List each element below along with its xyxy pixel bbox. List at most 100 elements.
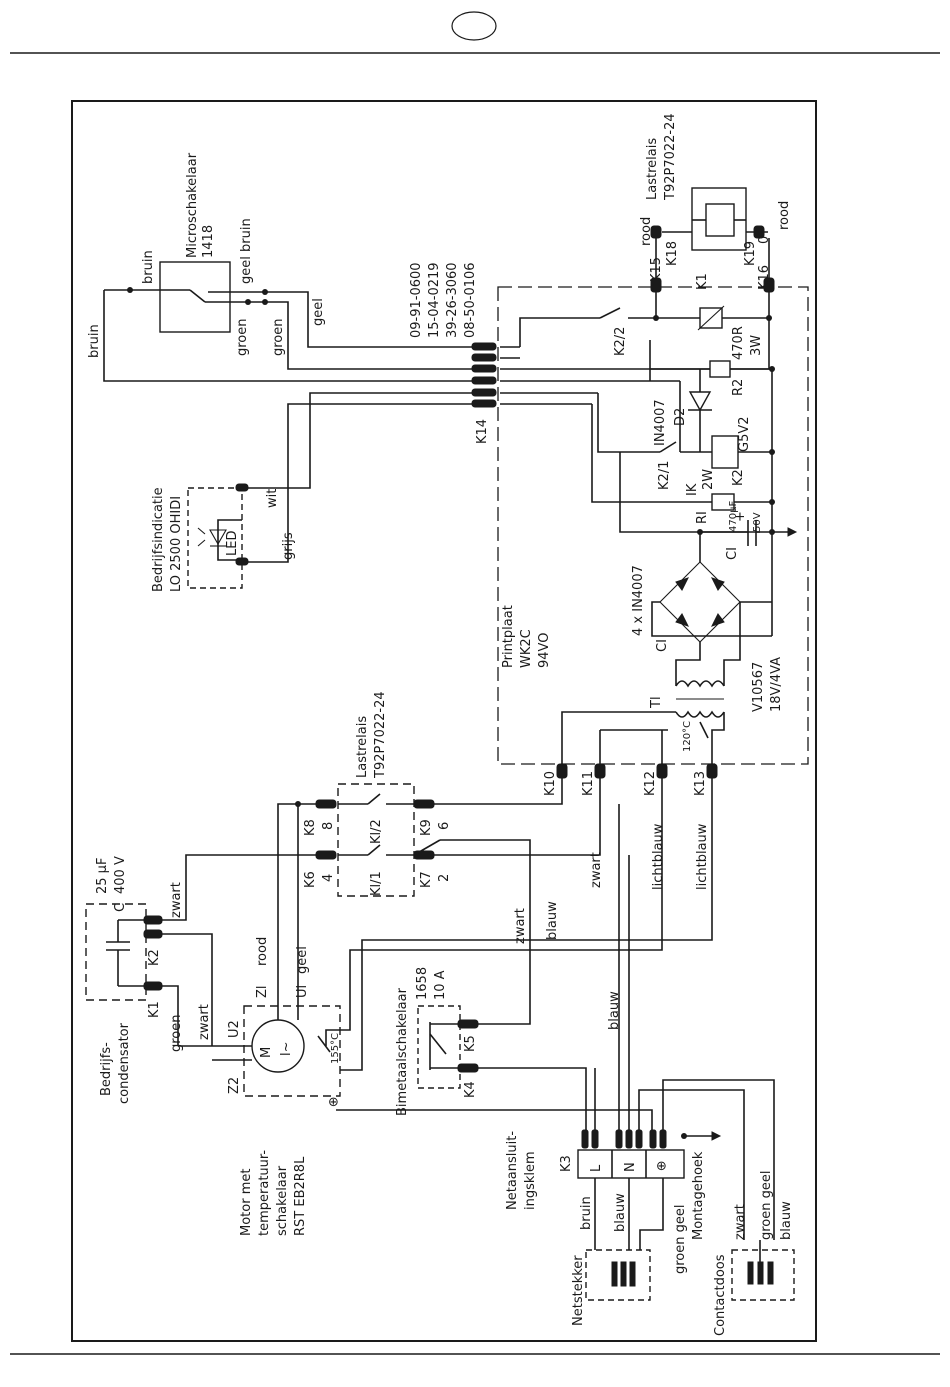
label-led: LED (225, 531, 240, 556)
label-k4: K4 (463, 1081, 478, 1098)
label-groen-geel-cd: groen geel (759, 1171, 774, 1241)
label-blauw-net: blauw (613, 1193, 628, 1232)
bedrijf-type: LO 2500 OHIDI (169, 496, 184, 592)
label-cap-470: 470µF (728, 501, 739, 532)
printplaat-wk2c: WK2C (519, 629, 534, 668)
label-rood-k15: rood (639, 217, 654, 246)
label-k7: K7 (419, 871, 434, 888)
label-v10567: V10567 (751, 662, 766, 712)
lastrelais-mid-type: T92P7022-24 (373, 691, 388, 779)
label-k10: K10 (543, 771, 558, 796)
bedrijfscondensator (85, 854, 316, 1046)
label-zwart-d: zwart (589, 852, 604, 888)
label-grijs: grijs (281, 532, 296, 560)
label-cond-c: C (113, 903, 128, 912)
label-k14: K14 (475, 419, 490, 444)
label-ik: IK (685, 483, 700, 496)
label-motor-sym: l~ (279, 1041, 294, 1056)
terminal-pe: ⊕ (656, 1159, 667, 1174)
code-2: 15-04-0219 (427, 262, 442, 338)
label-n2: 2 (437, 874, 452, 882)
label-blauw-a: blauw (545, 901, 560, 940)
label-k16: K16 (757, 265, 772, 290)
label-k19: K19 (743, 241, 758, 266)
lastrelais-top-title: Lastrelais (645, 138, 660, 200)
label-rood-mid: rood (255, 937, 270, 966)
label-18v: 18V/4VA (769, 657, 784, 712)
label-bedrijfs-2: condensator (117, 1022, 132, 1104)
label-cond-400: 400 V (113, 856, 128, 894)
printplaat-outline (497, 286, 809, 765)
label-cond-25: 25 µF (95, 858, 110, 894)
label-k8: K8 (303, 819, 318, 836)
printplaat-title: Printplaat (501, 605, 516, 668)
code-3: 39-26-3060 (445, 262, 460, 338)
bimetaal-a: 10 A (433, 970, 448, 1000)
label-motor-m: M (259, 1047, 274, 1058)
label-k15: K15 (649, 257, 664, 282)
label-netstekker: Netstekker (571, 1255, 586, 1326)
label-cap-50v: 50V (752, 512, 763, 532)
net-desc-1: Netaansluit- (505, 1131, 520, 1210)
bedrijf-title: Bedrijfsindicatie (151, 487, 166, 592)
label-bruin-a: bruin (141, 250, 156, 284)
motor (178, 778, 713, 1132)
label-u1: Ul (295, 985, 310, 998)
label-bruin-b: bruin (87, 324, 102, 358)
k14-connector (471, 342, 497, 408)
label-k9: K9 (419, 819, 434, 836)
label-r2-3w: 3W (749, 335, 764, 356)
label-geel-a: geel (311, 298, 326, 326)
label-k1-top: K1 (695, 273, 710, 290)
label-blauw-cd: blauw (779, 1201, 794, 1240)
label-k11: K11 (581, 771, 596, 796)
label-zwart-cd: zwart (733, 1204, 748, 1240)
motor-desc-2: temperatuur- (257, 1150, 272, 1236)
bimetaal-title: Bimetaalschakelaar (395, 987, 410, 1116)
net-desc-2: ingsklem (523, 1151, 538, 1210)
label-k2-cond: K2 (147, 949, 162, 966)
label-geel-bruin: geel bruin (239, 218, 254, 284)
label-wit: wit (265, 489, 280, 508)
label-n8: 8 (321, 822, 336, 830)
label-z1: Zl (255, 985, 270, 998)
label-bridge: 4 x IN4007 (631, 565, 646, 636)
label-groen-cond: groen (169, 1014, 184, 1052)
bimetaal-num: 1658 (415, 967, 430, 1000)
diagram-frame (71, 100, 817, 1342)
transformer (561, 602, 741, 764)
label-k18: K18 (665, 241, 680, 266)
label-kl1: Kl/1 (369, 871, 384, 896)
label-blauw-b: blauw (607, 991, 622, 1030)
label-in4007: IN4007 (653, 399, 668, 446)
label-ik-2w: 2W (701, 469, 716, 490)
label-k2-2: K2/2 (613, 327, 628, 356)
code-4: 08-50-0106 (463, 262, 478, 338)
label-k2-1: K2/1 (657, 461, 672, 490)
earth-motor: ⊕ (328, 1095, 339, 1110)
label-k6: K6 (303, 871, 318, 888)
label-groen-b: groen (271, 318, 286, 356)
label-k13: K13 (693, 771, 708, 796)
microschakelaar (127, 261, 268, 333)
label-k2: K2 (731, 469, 746, 486)
motor-desc-4: RST EB2R8L (293, 1156, 308, 1236)
netstekker (585, 1249, 651, 1301)
terminal-l: L (589, 1164, 604, 1172)
bedrijfsindicatie (187, 483, 249, 589)
lastrelais-mid-title: Lastrelais (355, 716, 370, 778)
label-t155: 155°C (330, 1033, 341, 1064)
netaansluitingsklem (577, 804, 775, 1250)
label-r2: R2 (731, 379, 746, 396)
label-tl: Tl (649, 696, 664, 709)
label-470r: 470R (731, 326, 746, 360)
lastrelais-top (650, 187, 775, 369)
page-number-oval (451, 11, 497, 41)
labels-layer: Microschakelaar 1418 geel bruin bruin br… (87, 113, 794, 1336)
label-z2: Z2 (227, 1077, 242, 1094)
label-ci-plus: + (733, 511, 748, 522)
bridge-rectifier (651, 532, 772, 643)
label-groen-geel-net: groen geel (673, 1205, 688, 1275)
label-ci-bridge: CI (655, 639, 670, 652)
